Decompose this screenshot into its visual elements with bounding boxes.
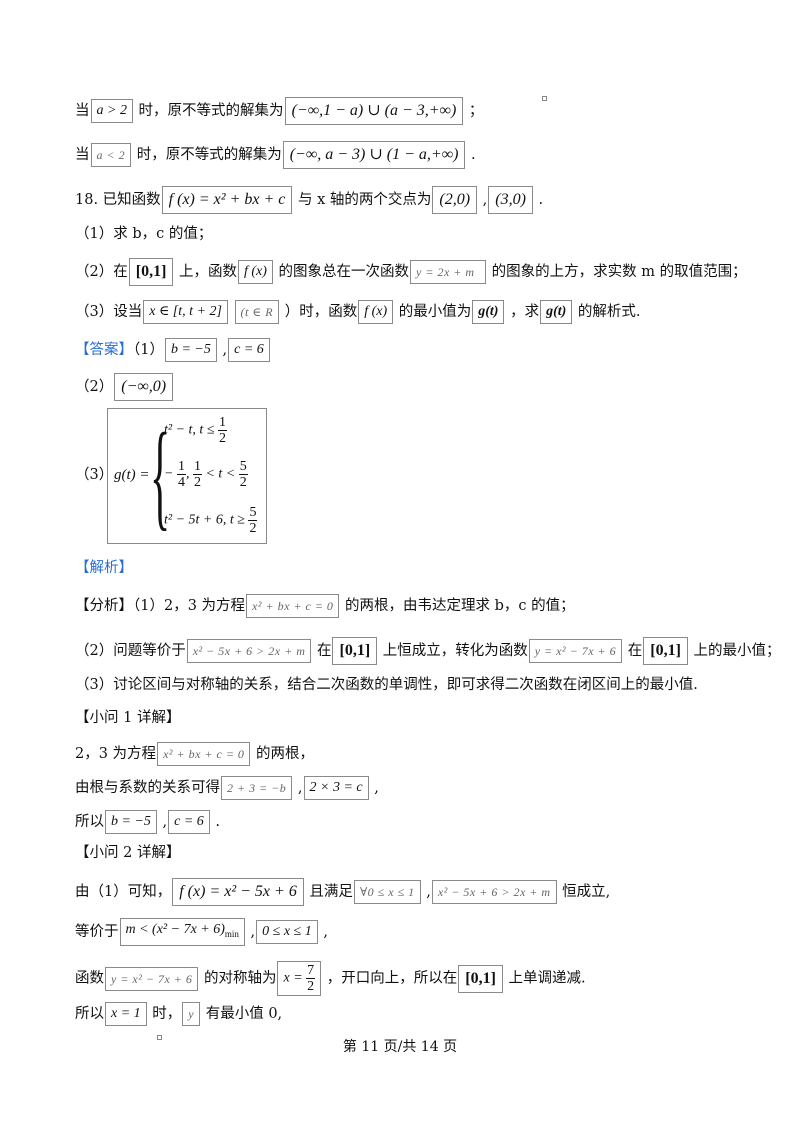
math-expr: (−∞,1 − a) ∪ (a − 3,+∞) [284,97,464,125]
section-heading: 【小问 1 详解】 [75,710,181,726]
math-expr: y = x² − 7x + 6 [528,639,623,663]
math-expr: ∀0 ≤ x ≤ 1 [353,880,421,904]
math-expr: x ∈ [t, t + 2] [143,300,228,324]
math-expr: (3,0) [488,186,533,214]
answer-2: （2）(−∞,0) [75,373,174,401]
math-expr: x² − 5x + 6 > 2x + m [186,639,312,663]
math-expr: y [182,1002,201,1026]
math-expr: m < (x² − 7x + 6)min [119,918,245,946]
math-expr: f (x) = x² + bx + c [161,186,293,214]
brace-icon: { [150,408,171,541]
corner-mark [542,96,547,101]
analysis-line: （3）讨论区间与对称轴的关系，结合二次函数的单调性，即可求得二次函数在闭区间上的… [75,677,698,693]
math-expr: x² + bx + c = 0 [246,594,340,618]
analysis-label: 【解析】 [75,560,133,576]
section-heading: 【小问 2 详解】 [75,845,181,861]
solution-line: 由（1）可知，f (x) = x² − 5x + 6 且满足∀0 ≤ x ≤ 1… [75,878,610,906]
piecewise-lhs: g(t) = [114,467,150,483]
math-expr: (t ∈ R [234,300,280,324]
math-expr: g(t) [540,300,573,324]
page-footer: 第 11 页/共 14 页 [342,1039,458,1055]
math-expr: (−∞, a − 3) ∪ (1 − a,+∞) [282,141,466,169]
corner-mark [157,1035,162,1040]
math-expr: x = 1 [105,1002,147,1026]
math-expr: (2,0) [432,186,478,214]
math-expr: f (x) [358,300,394,324]
answer-1: 【答案】（1）b = −5 ,c = 6 [75,338,271,362]
math-expr: [0,1] [128,258,174,286]
math-expr: y = 2x + m [410,260,487,284]
math-expr: b = −5 [105,810,157,834]
math-expr: [0,1] [643,637,688,665]
math-expr: x² − 5x + 6 > 2x + m [431,880,557,904]
answer-3-prefix: （3） [75,467,114,483]
math-expr: c = 6 [228,338,270,362]
math-expr: g(t) [472,300,505,324]
math-expr: c = 6 [168,810,210,834]
math-expr: f (x) = x² − 5x + 6 [172,878,304,906]
math-expr: x² + bx + c = 0 [157,742,251,766]
math-expr: y = x² − 7x + 6 [105,966,199,991]
math-expr: f (x) [238,260,273,284]
math-expr: 2 + 3 = −b [221,776,293,800]
math-expr: a < 2 [90,143,132,167]
math-expr: b = −5 [164,338,217,362]
answer-label: 【答案】 [75,342,133,358]
math-expr: [0,1] [332,637,378,665]
question-part-1: （1）求 b，c 的值； [75,226,213,242]
math-expr: [0,1] [458,964,503,993]
math-expr: a > 2 [90,99,133,123]
math-expr: 0 ≤ x ≤ 1 [256,919,318,944]
math-expr: (−∞,0) [114,373,174,401]
math-expr: 2 × 3 = c [303,776,369,800]
